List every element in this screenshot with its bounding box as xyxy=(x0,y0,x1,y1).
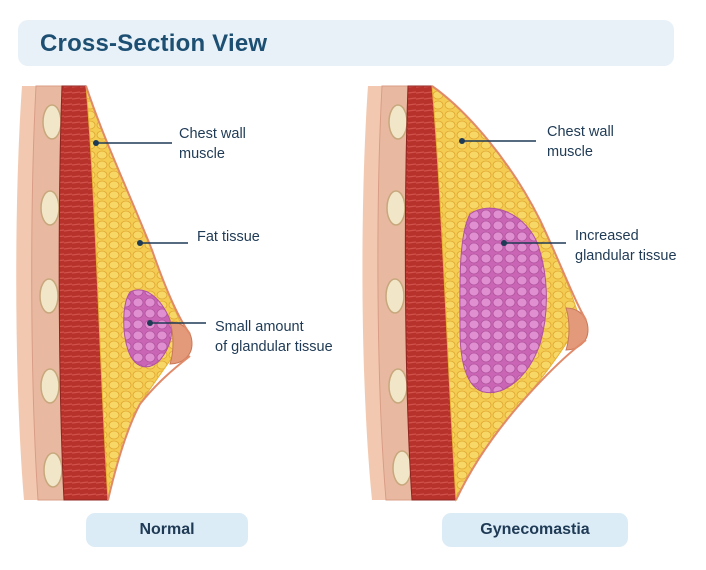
label-chest-wall-muscle-gyneco: Chest wall muscle xyxy=(547,122,614,162)
page-title: Cross-Section View xyxy=(40,30,268,57)
label-line: muscle xyxy=(179,146,225,162)
label-line: Chest wall xyxy=(547,124,614,140)
label-small-glandular-tissue: Small amount of glandular tissue xyxy=(215,317,333,357)
caption-normal: Normal xyxy=(86,513,248,547)
label-line: Chest wall xyxy=(179,126,246,142)
title-bar: Cross-Section View xyxy=(18,20,674,66)
label-line: muscle xyxy=(547,144,593,160)
caption-gynecomastia: Gynecomastia xyxy=(442,513,628,547)
label-increased-glandular-tissue: Increased glandular tissue xyxy=(575,226,677,266)
label-chest-wall-muscle-normal: Chest wall muscle xyxy=(179,124,246,164)
label-fat-tissue: Fat tissue xyxy=(197,227,260,247)
label-line: Fat tissue xyxy=(197,229,260,245)
gynecomastia-cross-section xyxy=(362,84,589,502)
label-line: of glandular tissue xyxy=(215,339,333,355)
label-line: Increased xyxy=(575,228,639,244)
label-line: glandular tissue xyxy=(575,248,677,264)
normal-cross-section xyxy=(16,85,206,501)
label-line: Small amount xyxy=(215,319,304,335)
